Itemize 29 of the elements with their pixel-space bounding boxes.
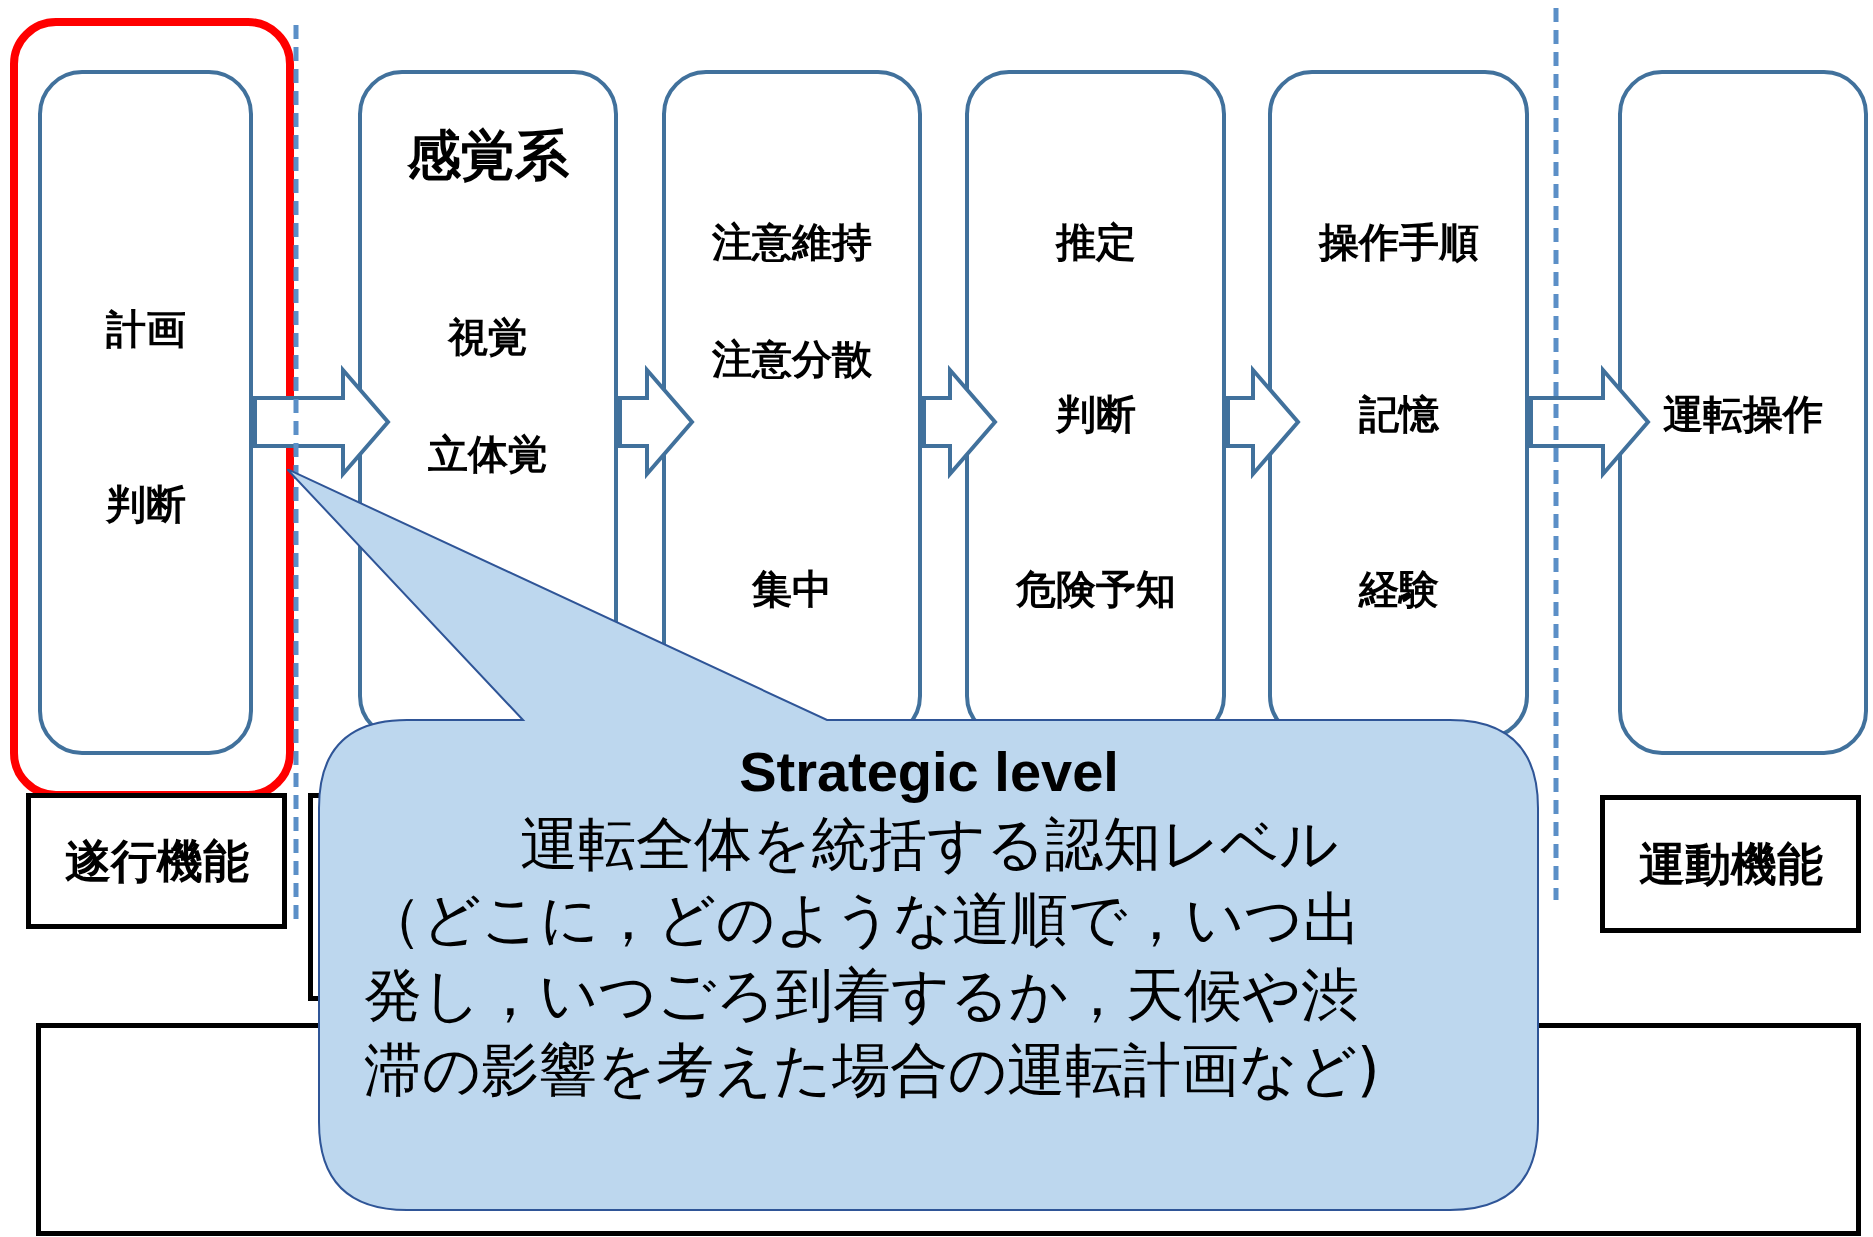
block-arrow	[1226, 364, 1301, 480]
block-arrow	[253, 364, 391, 480]
callout-text: （どこに，どのような道順で，いつ出発し，いつごろ到着するか，天候や渋滞の影響を考えた場合の運転計画など)	[364, 884, 1381, 1107]
box-text: 記憶	[1357, 394, 1440, 434]
box-text: 立体覚	[427, 434, 549, 474]
callout-title: Strategic level	[739, 739, 1119, 805]
box-text: 判断	[1054, 394, 1137, 434]
rounded-box	[1618, 70, 1868, 755]
block-arrow	[1529, 364, 1651, 480]
box-text: 運転操作	[1662, 394, 1824, 434]
box-heading: 感覚系	[406, 129, 570, 183]
box-text: 注意分散	[711, 339, 873, 379]
label-box	[26, 793, 287, 929]
box-text: 集中	[751, 569, 833, 609]
callout-text: 運転全体を統括する認知レベル	[520, 809, 1338, 880]
block-arrow	[922, 364, 998, 480]
label-text: 運動機能	[1638, 835, 1823, 893]
label-box	[1600, 795, 1861, 933]
box-text: 操作手順	[1317, 222, 1480, 262]
box-text: 経験	[1357, 569, 1440, 609]
block-arrow	[618, 364, 695, 480]
box-text: 危険予知	[1014, 569, 1177, 609]
box-text: 判断	[104, 484, 187, 524]
box-text: 視覚	[446, 317, 529, 357]
box-text: 注意維持	[711, 222, 873, 262]
box-text: 推定	[1054, 222, 1137, 262]
rounded-box	[38, 70, 253, 755]
label-text: 遂行機能	[64, 832, 249, 890]
box-text: 計画	[104, 309, 187, 349]
